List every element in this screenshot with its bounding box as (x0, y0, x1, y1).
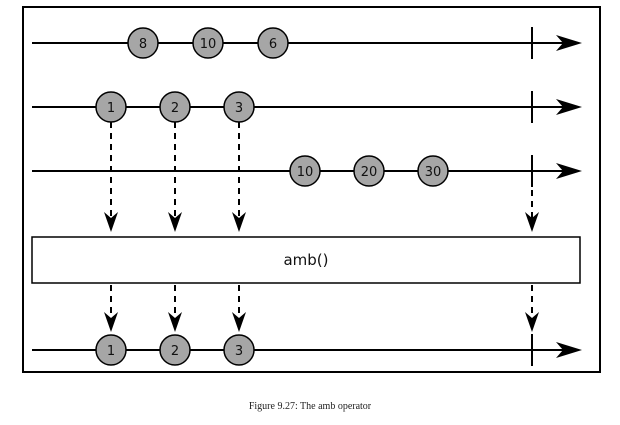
output-connectors (104, 285, 539, 332)
figure-caption: Figure 9.27: The amb operator (248, 401, 372, 412)
timeline-arrow (556, 342, 582, 358)
marble-label: 20 (361, 165, 378, 180)
marble: 10 (192, 27, 224, 59)
marble-label: 8 (139, 37, 147, 52)
input-stream-3: 10 20 30 (32, 155, 582, 187)
marble-diagram: 8 10 6 1 2 3 (22, 6, 601, 373)
marble-label: 10 (297, 165, 314, 180)
arrowhead (232, 312, 246, 332)
marble-label: 10 (200, 37, 217, 52)
marble-label: 30 (425, 165, 442, 180)
marble: 2 (159, 334, 191, 366)
marble: 20 (353, 155, 385, 187)
timeline-arrow (556, 35, 582, 51)
arrowhead (168, 212, 182, 232)
marble-label: 3 (235, 101, 243, 116)
marble-label: 2 (171, 344, 179, 359)
diagram-frame (22, 6, 601, 373)
arrowhead (104, 212, 118, 232)
marble: 3 (223, 91, 255, 123)
marble: 10 (289, 155, 321, 187)
marble: 30 (417, 155, 449, 187)
operator-box: amb() (31, 236, 581, 284)
timeline-arrow (556, 163, 582, 179)
operator-label: amb() (283, 251, 328, 269)
marble-label: 2 (171, 101, 179, 116)
arrowhead (232, 212, 246, 232)
marble-label: 1 (107, 101, 115, 116)
output-stream: 1 2 3 (32, 334, 582, 366)
arrowhead (168, 312, 182, 332)
input-connectors (104, 122, 539, 232)
marble: 3 (223, 334, 255, 366)
marble-label: 1 (107, 344, 115, 359)
input-stream-1: 8 10 6 (32, 27, 582, 59)
marble: 1 (95, 91, 127, 123)
arrowhead (525, 212, 539, 232)
marble-label: 3 (235, 344, 243, 359)
marble: 8 (127, 27, 159, 59)
marble: 1 (95, 334, 127, 366)
marble: 6 (257, 27, 289, 59)
arrowhead (104, 312, 118, 332)
arrowhead (525, 312, 539, 332)
marble-label: 6 (269, 37, 277, 52)
marble: 2 (159, 91, 191, 123)
timeline-arrow (556, 99, 582, 115)
